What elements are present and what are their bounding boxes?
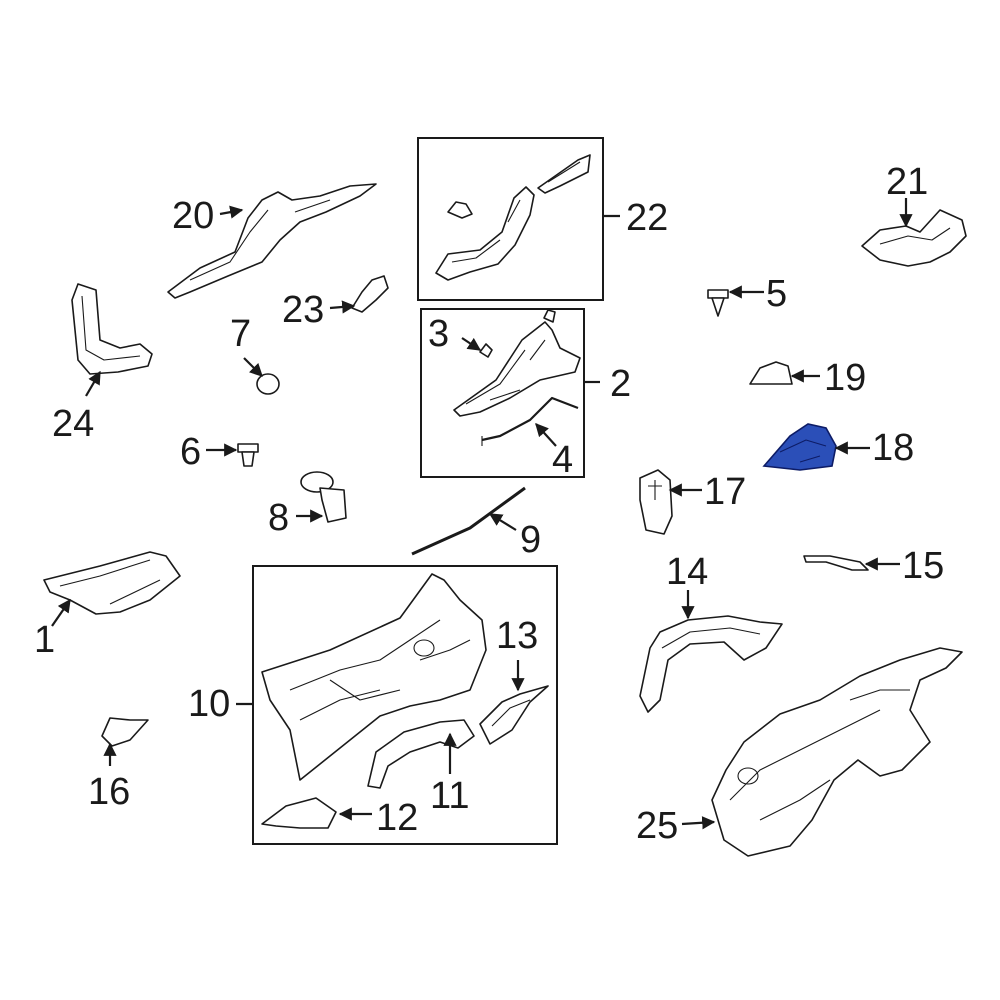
part-10-dash-panel[interactable] (261, 573, 487, 781)
part-24-pillar[interactable] (71, 283, 153, 375)
part-25-dash-panel[interactable] (711, 647, 963, 857)
callout-25: 25 (636, 805, 678, 847)
part-7-cap[interactable] (256, 373, 280, 395)
leader-25 (681, 816, 716, 830)
part-14-rail[interactable] (639, 615, 783, 713)
callout-19: 19 (824, 357, 866, 399)
part-23-bracket[interactable] (351, 275, 389, 313)
callout-6: 6 (180, 431, 201, 473)
callout-7: 7 (230, 313, 251, 355)
group-frame-2 (420, 308, 585, 478)
leader-9 (488, 513, 517, 531)
part-3-clip[interactable] (479, 343, 493, 358)
leader-1 (51, 598, 71, 627)
part-20-member[interactable] (167, 183, 377, 299)
callout-17: 17 (704, 471, 746, 513)
callout-8: 8 (268, 497, 289, 539)
leader-4 (535, 423, 557, 447)
callout-12: 12 (376, 797, 418, 839)
part-1-panel[interactable] (43, 551, 181, 615)
part-18-highlighted[interactable] (762, 423, 837, 471)
callout-22: 22 (626, 197, 668, 239)
part-4-rod[interactable] (481, 396, 579, 446)
leader-20 (219, 205, 244, 219)
leader-7 (243, 357, 263, 377)
callout-14: 14 (666, 551, 708, 593)
callout-18: 18 (872, 427, 914, 469)
part-19-cover[interactable] (749, 361, 793, 385)
part-15-bracket[interactable] (803, 555, 869, 571)
part-2-cowl-panel[interactable] (453, 309, 581, 417)
part-18-shape[interactable] (762, 423, 837, 471)
part-22-bracket[interactable] (435, 186, 535, 281)
callout-10: 10 (188, 683, 230, 725)
part-13-bracket[interactable] (479, 685, 549, 745)
leader-24 (85, 370, 101, 397)
part-16-bracket[interactable] (101, 717, 149, 747)
callout-1: 1 (34, 619, 55, 661)
callout-9: 9 (520, 519, 541, 561)
part-5-clip[interactable] (707, 289, 729, 317)
part-8-mount[interactable] (300, 471, 347, 523)
part-22-rail[interactable] (537, 154, 591, 194)
part-21-bracket[interactable] (861, 209, 967, 267)
callout-13: 13 (496, 615, 538, 657)
part-9-strip[interactable] (411, 486, 526, 556)
part-22-cap[interactable] (447, 201, 473, 219)
group-frame-22 (417, 137, 604, 301)
leader-23 (329, 300, 356, 314)
callout-21: 21 (886, 161, 928, 203)
callout-23: 23 (282, 289, 324, 331)
callout-2: 2 (610, 363, 631, 405)
callout-16: 16 (88, 771, 130, 813)
leader-3 (461, 337, 482, 351)
callout-3: 3 (428, 313, 449, 355)
callout-24: 24 (52, 403, 94, 445)
callout-5: 5 (766, 273, 787, 315)
callout-15: 15 (902, 545, 944, 587)
callout-20: 20 (172, 195, 214, 237)
callout-11: 11 (430, 775, 469, 817)
part-12-bracket[interactable] (261, 797, 337, 829)
part-17-plate[interactable] (639, 469, 673, 535)
callout-4: 4 (552, 439, 573, 481)
part-6-bolt[interactable] (237, 443, 259, 467)
